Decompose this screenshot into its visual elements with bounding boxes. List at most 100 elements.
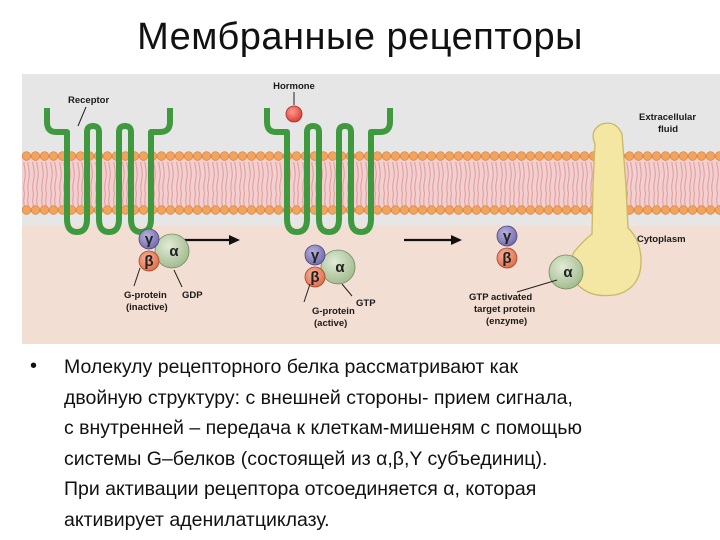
label-gtp: GTP [356,298,376,309]
lipid-head [625,152,634,161]
beta-letter-3: β [502,250,511,267]
lipid-head [526,152,535,161]
lipid-head [670,206,679,215]
lipid-head [328,152,337,161]
lipid-head [166,152,175,161]
lipid-head [706,206,715,215]
lipid-head [418,152,427,161]
label-gdp: GDP [182,290,203,301]
lipid-head [688,206,697,215]
lipid-head [517,206,526,215]
lipid-head [571,152,580,161]
lipid-head [409,206,418,215]
lipid-head [472,152,481,161]
lipid-head [499,152,508,161]
lipid-head [193,152,202,161]
lipid-head [247,206,256,215]
lipid-head [454,152,463,161]
alpha-letter-2: α [335,259,345,276]
lipid-head [31,206,40,215]
label-gprotein-active-2: (active) [314,318,347,329]
lipid-head [139,152,148,161]
lipid-head [391,206,400,215]
lipid-head [643,152,652,161]
lipid-head [274,206,283,215]
lipid-head [454,206,463,215]
lipid-head [373,206,382,215]
lipid-head [553,152,562,161]
lipid-head [355,152,364,161]
lipid-head [292,152,301,161]
lipid-head [580,152,589,161]
lipid-head [526,206,535,215]
lipid-head [562,206,571,215]
lipid-head [139,206,148,215]
lipid-head [427,206,436,215]
beta-letter-2: β [310,269,319,286]
lipid-head [499,206,508,215]
lipid-head [697,152,706,161]
gamma-letter-2: γ [311,247,320,264]
lipid-head [463,206,472,215]
label-target-3: (enzyme) [486,316,527,327]
lipid-head [49,206,58,215]
slide-title: Мембранные рецепторы [0,16,720,59]
lipid-head [409,152,418,161]
lipid-head [76,206,85,215]
lipid-head [400,206,409,215]
gamma-letter-3: γ [503,228,512,245]
lipid-head [157,152,166,161]
lipid-head [634,152,643,161]
lipid-head [22,152,31,161]
lipid-head [229,152,238,161]
lipid-head [265,152,274,161]
lipid-head [328,206,337,215]
lipid-head [436,206,445,215]
lipid-head [391,152,400,161]
bullet-text: Молекулу рецепторного белка рассматриваю… [64,352,712,535]
lipid-head [22,206,31,215]
lipid-head [706,152,715,161]
lipid-head [679,206,688,215]
lipid-head [634,206,643,215]
alpha-letter-1: α [169,243,179,260]
lipid-head [490,206,499,215]
lipid-head [571,206,580,215]
lipid-head [445,152,454,161]
lipid-head [373,152,382,161]
gamma-letter-1: γ [145,231,154,248]
lipid-head [643,206,652,215]
label-cytoplasm: Cytoplasm [637,234,686,245]
label-gprotein-active-1: G-protein [312,306,355,317]
alpha-letter-3: α [563,264,573,281]
hormone-molecule [286,106,302,122]
lipid-head [103,206,112,215]
lipid-head [517,152,526,161]
lipid-head [472,206,481,215]
label-extracellular-1: Extracellular [639,112,696,123]
lipid-head [256,206,265,215]
label-gprotein-inactive-2: (inactive) [126,302,168,313]
lipid-head [229,206,238,215]
lipid-head [355,206,364,215]
lipid-head [481,206,490,215]
lipid-head [211,206,220,215]
lipid-head [436,152,445,161]
lipid-head [508,206,517,215]
lipid-head [661,206,670,215]
bullet-marker: • [30,355,37,378]
bullet-list: • Молекулу рецепторного белка рассматрив… [22,352,712,535]
lipid-head [670,152,679,161]
lipid-head [382,152,391,161]
lipid-head [652,152,661,161]
label-target-2: target protein [474,304,535,315]
lipid-head [490,152,499,161]
beta-letter-1: β [144,253,153,270]
label-hormone: Hormone [273,81,315,92]
lipid-head [544,152,553,161]
lipid-head [274,152,283,161]
lipid-head [544,206,553,215]
lipid-head [157,206,166,215]
lipid-head [184,152,193,161]
lipid-head [238,206,247,215]
